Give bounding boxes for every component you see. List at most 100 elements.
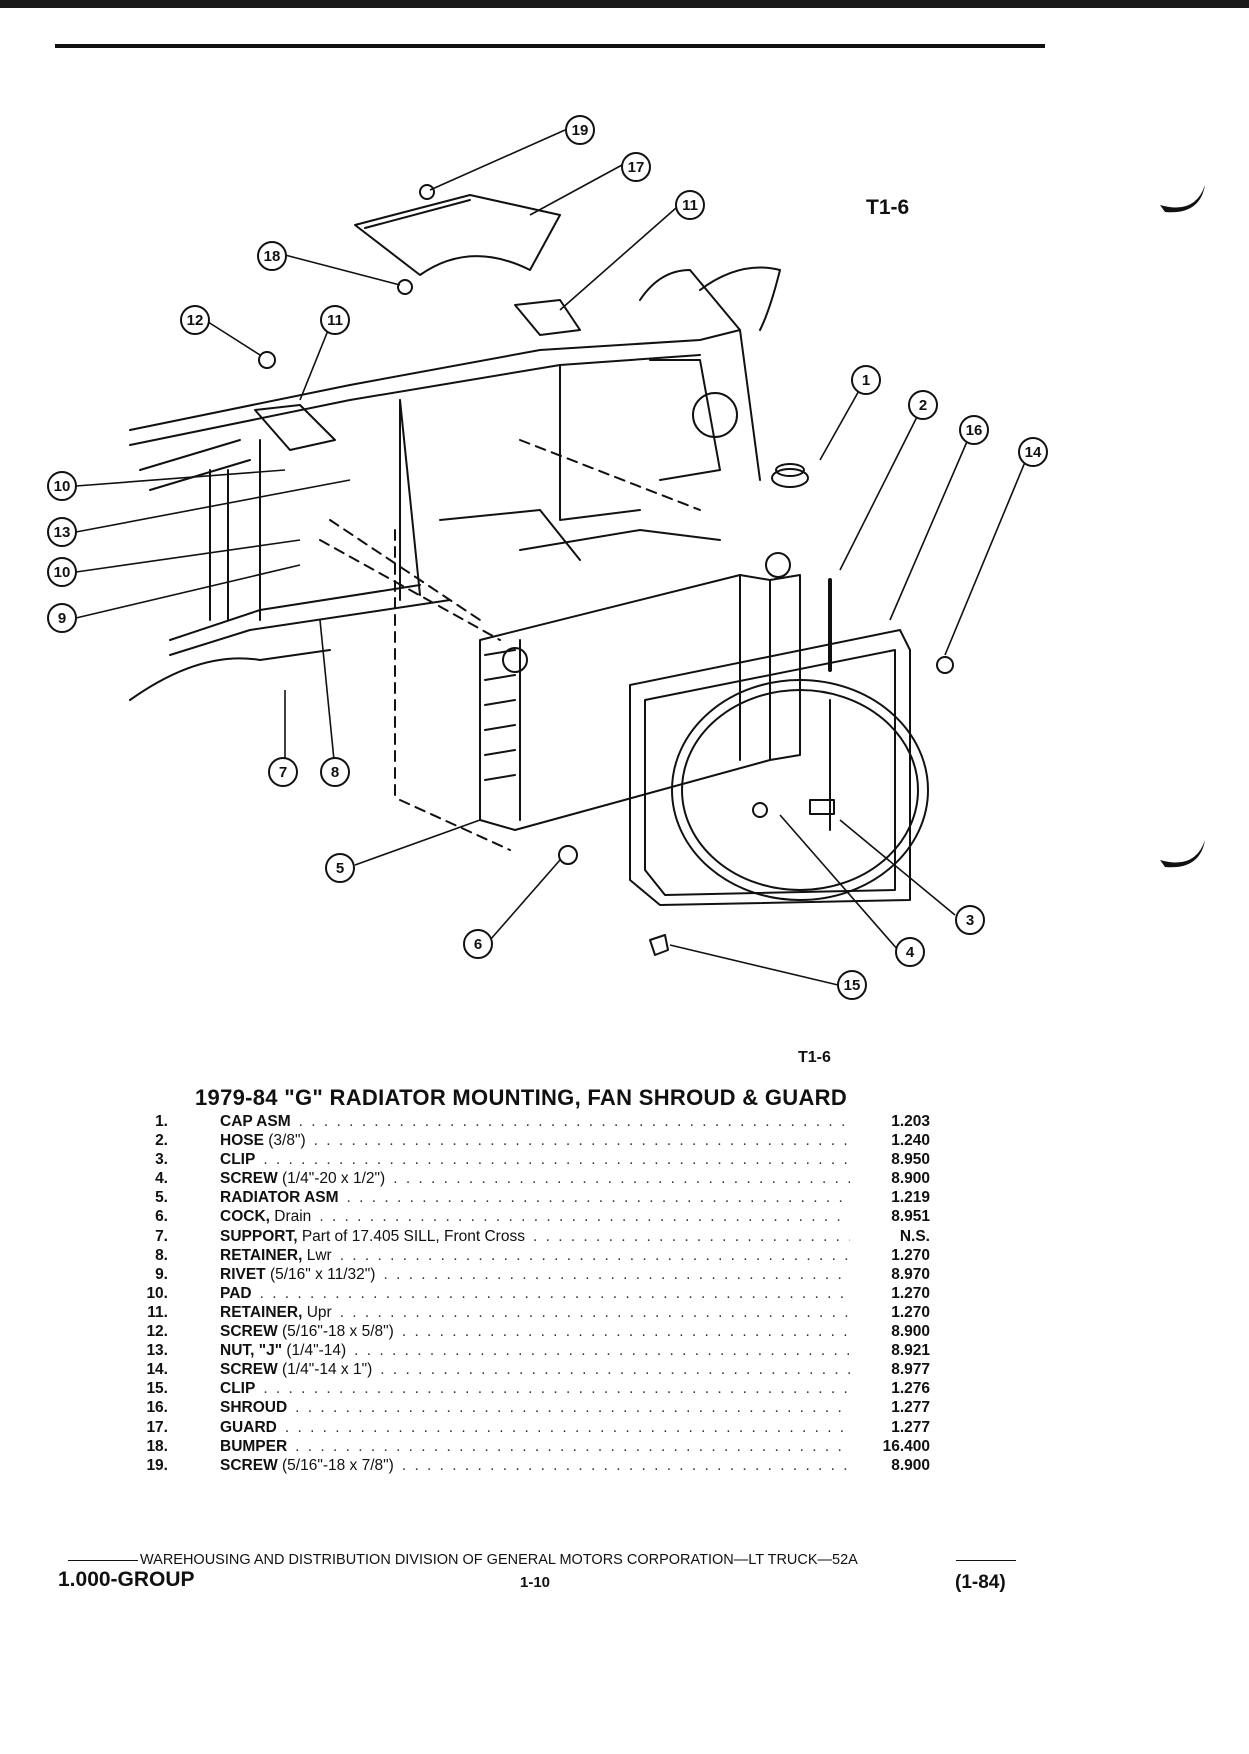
leader-dots [393, 1170, 850, 1188]
part-number: 7. [155, 1227, 168, 1245]
part-number: 15. [146, 1380, 168, 1398]
part-name: RADIATOR ASM [220, 1189, 339, 1207]
part-number: 14. [146, 1361, 168, 1379]
svg-text:16: 16 [966, 422, 983, 439]
part-description: CAP ASM [220, 1113, 291, 1131]
part-name: HOSE [220, 1132, 264, 1150]
part-name: COCK, [220, 1208, 270, 1226]
part-detail: Upr [302, 1303, 332, 1321]
group-number: 1.277 [891, 1399, 930, 1417]
leader-dots [533, 1228, 850, 1246]
group-number: 1.276 [891, 1380, 930, 1398]
part-name: RETAINER, [220, 1303, 303, 1321]
callout-1: 1 [851, 365, 881, 395]
callout-16: 16 [959, 415, 989, 445]
leader-dots [295, 1438, 850, 1456]
parts-row: 5.RADIATOR ASM1.219 [130, 1189, 930, 1208]
part-description: RIVET (5/16" x 11/32") [220, 1266, 375, 1284]
publisher-text: WAREHOUSING AND DISTRIBUTION DIVISION OF… [140, 1552, 858, 1568]
part-number: 13. [146, 1342, 168, 1360]
group-number: 8.900 [891, 1170, 930, 1188]
group-label: 1.000-GROUP [58, 1568, 195, 1591]
callout-12: 12 [180, 305, 210, 335]
svg-text:8: 8 [331, 764, 339, 781]
leader-dots [383, 1266, 850, 1284]
group-number: 1.203 [891, 1113, 930, 1130]
part-description: COCK, Drain [220, 1208, 311, 1226]
svg-text:10: 10 [54, 564, 71, 581]
svg-text:17: 17 [628, 159, 645, 176]
part-number: 3. [155, 1151, 168, 1169]
svg-text:11: 11 [327, 312, 343, 329]
figure-tag-top: T1-6 [866, 196, 910, 219]
part-name: CAP ASM [220, 1113, 291, 1130]
part-name: SCREW [220, 1323, 278, 1341]
callout-18: 18 [257, 241, 287, 271]
parts-row: 4.SCREW (1/4"-20 x 1/2")8.900 [130, 1170, 930, 1189]
part-detail: Lwr [302, 1246, 332, 1264]
part-description: SCREW (1/4"-20 x 1/2") [220, 1170, 385, 1188]
leader-dots [299, 1113, 850, 1131]
parts-row: 8.RETAINER, Lwr1.270 [130, 1247, 930, 1266]
part-number: 10. [146, 1284, 168, 1302]
part-number: 5. [155, 1189, 168, 1207]
part-description: SCREW (5/16"-18 x 7/8") [220, 1457, 394, 1475]
part-name: CLIP [220, 1380, 256, 1398]
part-number: 8. [155, 1246, 168, 1264]
part-detail: (1/4"-14) [282, 1342, 347, 1360]
parts-row: 14.SCREW (1/4"-14 x 1")8.977 [130, 1361, 930, 1380]
callout-3: 3 [955, 905, 985, 935]
svg-text:13: 13 [54, 524, 71, 541]
part-description: SHROUD [220, 1399, 287, 1417]
leader-dots [319, 1208, 850, 1226]
publisher-line: WAREHOUSING AND DISTRIBUTION DIVISION OF… [68, 1552, 1018, 1568]
part-description: RADIATOR ASM [220, 1189, 339, 1207]
group-number: 1.270 [891, 1303, 930, 1321]
callout-6: 6 [463, 929, 493, 959]
parts-row: 2.HOSE (3/8")1.240 [130, 1132, 930, 1151]
part-detail: (3/8") [263, 1132, 306, 1150]
part-detail: Part of 17.405 SILL, Front Cross [297, 1227, 525, 1245]
figure-tag-bottom: T1-6 [798, 1049, 831, 1066]
parts-row: 3.CLIP8.950 [130, 1151, 930, 1170]
svg-text:7: 7 [279, 764, 287, 781]
group-number: 8.970 [891, 1265, 930, 1283]
part-name: SCREW [220, 1456, 278, 1474]
group-number: 1.270 [891, 1284, 930, 1302]
part-detail: Drain [269, 1208, 312, 1226]
callout-8: 8 [320, 757, 350, 787]
svg-text:6: 6 [474, 936, 482, 953]
parts-row: 12.SCREW (5/16"-18 x 5/8")8.900 [130, 1323, 930, 1342]
header-rule [55, 44, 1045, 48]
group-number: 8.951 [891, 1208, 930, 1226]
svg-text:18: 18 [264, 248, 281, 265]
leader-dots [260, 1285, 850, 1303]
part-number: 11. [147, 1303, 168, 1321]
leader-dots [295, 1399, 850, 1417]
parts-row: 6.COCK, Drain8.951 [130, 1208, 930, 1227]
part-description: SCREW (1/4"-14 x 1") [220, 1361, 372, 1379]
part-number: 17. [146, 1418, 168, 1436]
callout-7: 7 [268, 757, 298, 787]
callout-17: 17 [621, 152, 651, 182]
leader-dots [402, 1323, 850, 1341]
part-number: 2. [155, 1132, 168, 1150]
part-detail: (1/4"-14 x 1") [277, 1361, 373, 1379]
callout-5: 5 [325, 853, 355, 883]
part-name: SCREW [220, 1361, 278, 1379]
parts-row: 13.NUT, "J" (1/4"-14)8.921 [130, 1342, 930, 1361]
part-detail: (1/4"-20 x 1/2") [277, 1170, 386, 1188]
part-description: BUMPER [220, 1438, 287, 1456]
parts-row: 15. CLIP 1.276 [130, 1380, 930, 1399]
svg-text:10: 10 [54, 478, 71, 495]
svg-text:15: 15 [844, 977, 861, 994]
part-name: SUPPORT, [220, 1227, 298, 1245]
callout-14: 14 [1018, 437, 1048, 467]
part-description: GUARD [220, 1419, 277, 1437]
part-description: CLIP [220, 1380, 255, 1398]
part-description: CLIP [220, 1151, 255, 1169]
group-number: N.S. [899, 1227, 930, 1245]
group-number: 1.277 [891, 1418, 930, 1436]
part-name: RIVET [220, 1265, 266, 1283]
